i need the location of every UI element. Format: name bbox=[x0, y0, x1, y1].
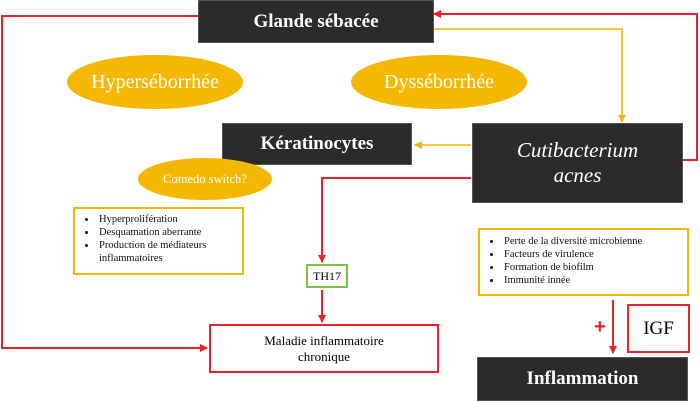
list-item: Production de médiateurs inflammatoires bbox=[97, 239, 238, 265]
arrow-cutibacterium-to-th17 bbox=[318, 177, 471, 263]
glande-sebacee-label: Glande sébacée bbox=[253, 10, 379, 32]
igf-box: IGF bbox=[627, 304, 690, 353]
arrow-glande-to-maladie bbox=[1, 15, 208, 352]
maladie-inflammatoire-box: Maladie inflammatoire chronique bbox=[209, 324, 439, 373]
hyperseborrhee-label: Hyperséborrhée bbox=[91, 70, 219, 93]
list-item: Facteurs de virulence bbox=[502, 248, 683, 261]
cutibacterium-effects-box: Perte de la diversité microbienne Facteu… bbox=[478, 228, 689, 296]
glande-sebacee-box: Glande sébacée bbox=[198, 0, 434, 43]
hyperseborrhee-ellipse: Hyperséborrhée bbox=[67, 55, 243, 109]
th17-label: TH17 bbox=[313, 268, 341, 283]
inflammation-box: Inflammation bbox=[477, 357, 688, 401]
list-item: Perte de la diversité microbienne bbox=[502, 235, 683, 248]
list-item: Desquamation aberrante bbox=[97, 226, 238, 239]
inflammation-label: Inflammation bbox=[526, 368, 639, 389]
list-item: Hyperprolifération bbox=[97, 213, 238, 226]
keratinocytes-label: Kératinocytes bbox=[260, 133, 374, 154]
th17-box: TH17 bbox=[306, 264, 348, 288]
list-item: Formation de biofilm bbox=[502, 261, 683, 274]
plus-sign: + bbox=[594, 316, 606, 338]
maladie-line2-label: chronique bbox=[298, 348, 350, 364]
keratinocyte-effects-list: Hyperprolifération Desquamation aberrant… bbox=[77, 213, 238, 265]
dysseborrhee-label: Dysséborrhée bbox=[384, 70, 494, 93]
arrow-glande-to-cutibacterium bbox=[434, 28, 626, 123]
acnes-label: acnes bbox=[553, 163, 602, 187]
cutibacterium-label: Cutibacterium bbox=[516, 138, 639, 162]
comedo-switch-ellipse: Comedo switch? bbox=[138, 158, 272, 200]
list-item: Immunité innée bbox=[502, 274, 683, 287]
igf-label: IGF bbox=[643, 317, 674, 339]
keratinocyte-effects-box: Hyperprolifération Desquamation aberrant… bbox=[73, 207, 244, 275]
arrow-cutibacterium-to-glande bbox=[433, 10, 698, 161]
keratinocytes-box: Kératinocytes bbox=[222, 123, 412, 165]
comedo-switch-label: Comedo switch? bbox=[163, 171, 247, 186]
maladie-line1-label: Maladie inflammatoire bbox=[264, 332, 384, 348]
dysseborrhee-ellipse: Dysséborrhée bbox=[351, 55, 527, 109]
cutibacterium-effects-list: Perte de la diversité microbienne Facteu… bbox=[482, 235, 683, 287]
cutibacterium-acnes-box: Cutibacterium acnes bbox=[472, 123, 683, 203]
